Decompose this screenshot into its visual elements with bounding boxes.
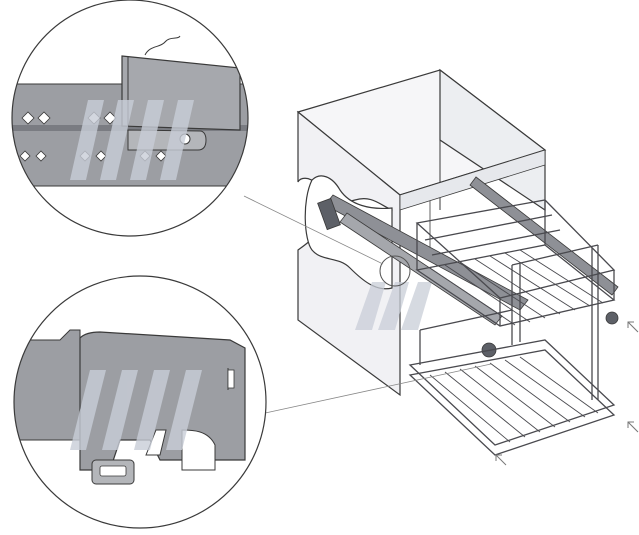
- lower-basket: [408, 244, 616, 456]
- zoom-detail-bottom: [13, 275, 267, 529]
- zoom-detail-top: [11, 0, 249, 237]
- leader-line-bottom: [255, 363, 492, 416]
- pull-direction-arrow-icon: [495, 454, 507, 466]
- watermark-main: [355, 282, 432, 330]
- zoom-marker-circle: [379, 255, 411, 287]
- pull-direction-arrow-icon: [627, 421, 639, 433]
- leader-line-top: [243, 195, 384, 265]
- cabinet: [296, 68, 547, 397]
- pull-direction-arrows: [495, 321, 639, 466]
- pull-direction-arrow-icon: [627, 321, 639, 333]
